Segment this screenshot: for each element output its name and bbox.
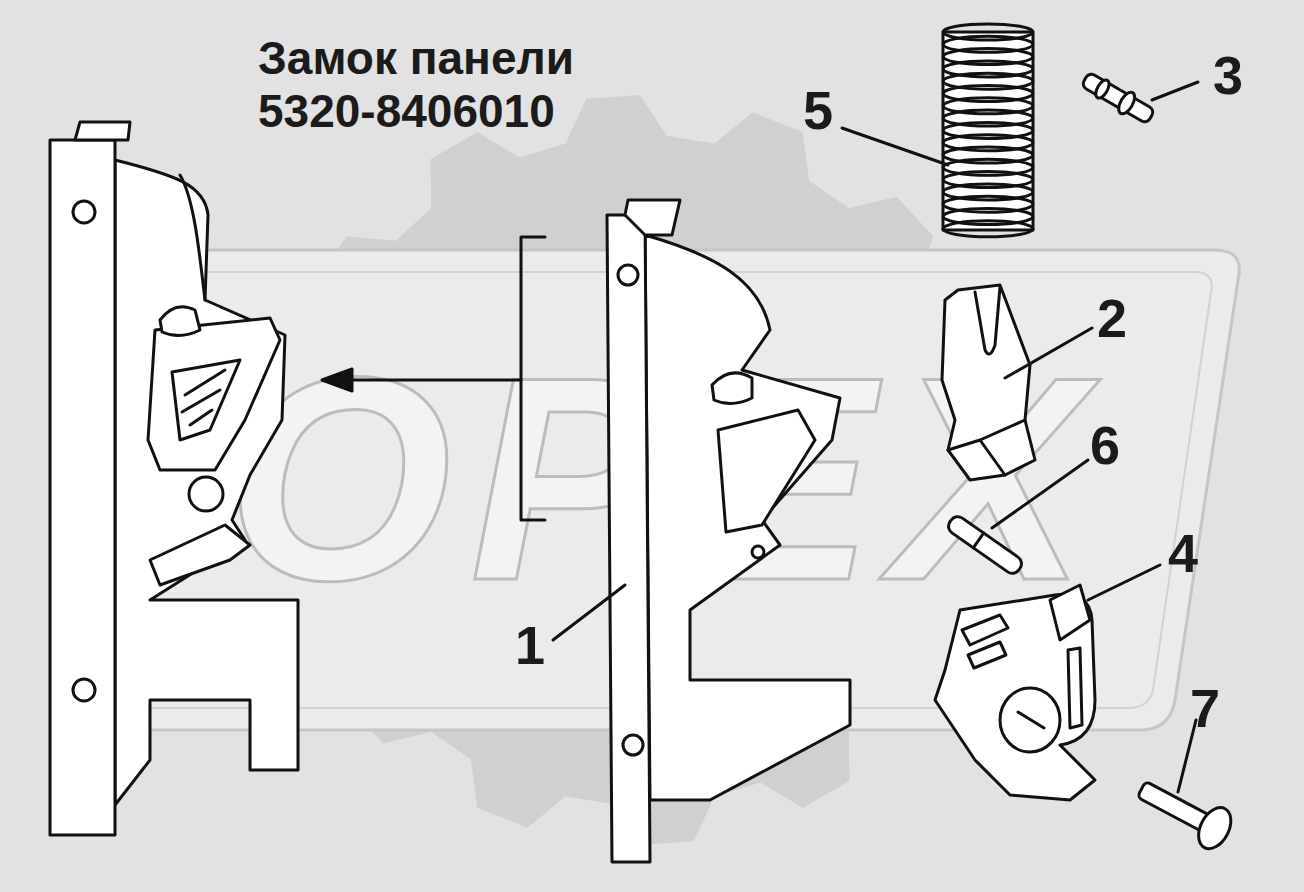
mount-hole [73, 679, 95, 701]
latch-roller [189, 477, 223, 511]
latch-window [172, 360, 240, 440]
latch-pin [160, 307, 200, 336]
bracket-top-tab [625, 200, 680, 235]
mount-hole [73, 201, 95, 223]
pin-collar [1093, 78, 1112, 100]
latch-frame [148, 318, 280, 470]
lever-body [942, 285, 1035, 480]
spring-coil [943, 221, 1033, 237]
lever-part [942, 285, 1035, 480]
lever-slot [975, 287, 1000, 354]
mount-hole [623, 735, 643, 755]
mount-hole [618, 265, 638, 285]
arrow-line [345, 379, 521, 382]
pin-part [1079, 69, 1157, 128]
rivet-head [1192, 802, 1237, 854]
diagram-title: Замок панели 5320-8406010 [258, 32, 658, 138]
callout-number: 2 [1097, 291, 1127, 345]
callout-number: 4 [1168, 526, 1198, 580]
latch-hatch [182, 370, 225, 425]
bracket-front [50, 140, 115, 835]
cam-boss [1000, 688, 1060, 752]
spring-lever [180, 175, 205, 300]
pin-body [1081, 72, 1155, 124]
bracket-top-tab [75, 122, 130, 140]
cam-slot [1068, 648, 1082, 728]
spring-part [943, 24, 1033, 237]
pin-groove [973, 533, 983, 548]
pin-collar [1115, 90, 1137, 117]
cam-bracket-part [935, 585, 1095, 800]
lever-foot [948, 420, 1025, 475]
cam-pins [962, 615, 1008, 668]
bracket-hole [752, 546, 764, 558]
callout-number: 6 [1090, 418, 1120, 472]
callout-number: 5 [803, 83, 833, 137]
bracket-front [607, 215, 650, 862]
callout-number: 3 [1213, 48, 1243, 102]
rivet-part [1131, 770, 1237, 854]
bracket-pin [712, 373, 752, 404]
callout-number: 7 [1190, 681, 1220, 735]
leader-line [842, 128, 948, 165]
cam-boss-slot [1018, 712, 1044, 728]
spring-body [943, 32, 1033, 230]
callout-number: 1 [515, 618, 545, 672]
leader-line [1152, 82, 1198, 100]
